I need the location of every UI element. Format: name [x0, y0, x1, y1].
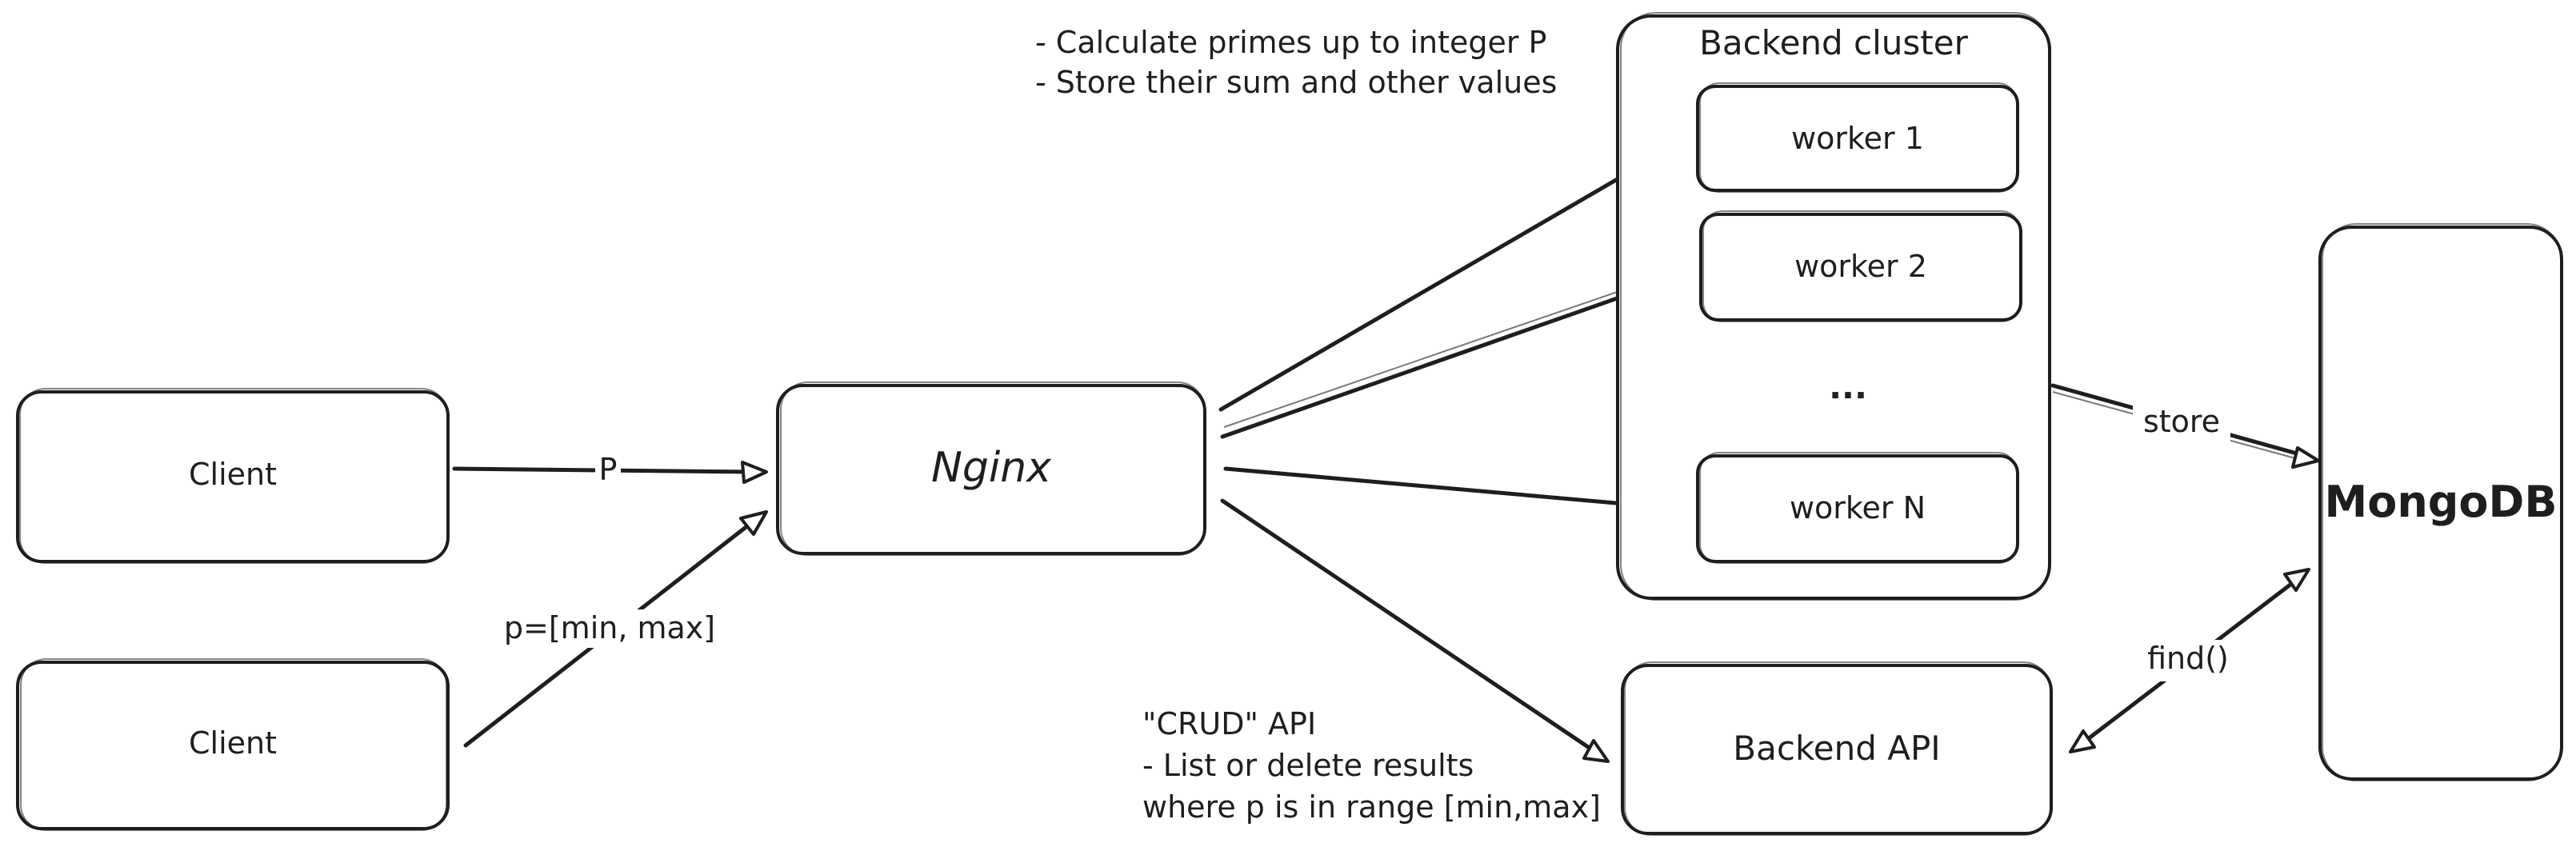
workers-ellipsis: ... — [1829, 367, 1867, 406]
worker-1-label: worker 1 — [1791, 121, 1924, 156]
nginx-node: Nginx — [776, 382, 1206, 556]
mongodb-label: MongoDB — [2324, 477, 2557, 527]
note-crud-line-2: - List or delete results — [1142, 748, 1474, 783]
client-top-label: Client — [189, 457, 277, 492]
backend-api-node: Backend API — [1621, 661, 2053, 836]
cluster-title: Backend cluster — [1699, 23, 1969, 62]
edge-label-range: p=[min, max] — [504, 610, 715, 645]
worker-n-label: worker N — [1790, 490, 1926, 525]
worker-2-label: worker 2 — [1794, 249, 1927, 284]
client-bottom-label: Client — [189, 725, 277, 761]
note-crud-line-1: "CRUD" API — [1142, 706, 1316, 741]
worker-1-node: worker 1 — [1696, 82, 2019, 193]
edge-nginx-to-backend-api — [1220, 498, 1610, 763]
edge-label-store: store — [2143, 404, 2220, 439]
edge-label-p: P — [599, 452, 618, 487]
worker-2-node: worker 2 — [1699, 210, 2022, 322]
note-primes: - Calculate primes up to integer P - Sto… — [1035, 25, 1557, 100]
client-node-top: Client — [16, 388, 450, 564]
backend-api-label: Backend API — [1733, 729, 1940, 768]
client-node-bottom: Client — [16, 658, 450, 831]
edge-label-find: find() — [2147, 641, 2229, 676]
worker-n-node: worker N — [1696, 452, 2019, 564]
note-crud-line-3: where p is in range [min,max] — [1142, 789, 1601, 825]
note-primes-line-2: - Store their sum and other values — [1035, 65, 1557, 100]
mongodb-node: MongoDB — [2318, 223, 2563, 781]
nginx-label: Nginx — [931, 444, 1052, 492]
note-primes-line-1: - Calculate primes up to integer P — [1035, 25, 1546, 60]
note-crud: "CRUD" API - List or delete results wher… — [1142, 706, 1601, 825]
